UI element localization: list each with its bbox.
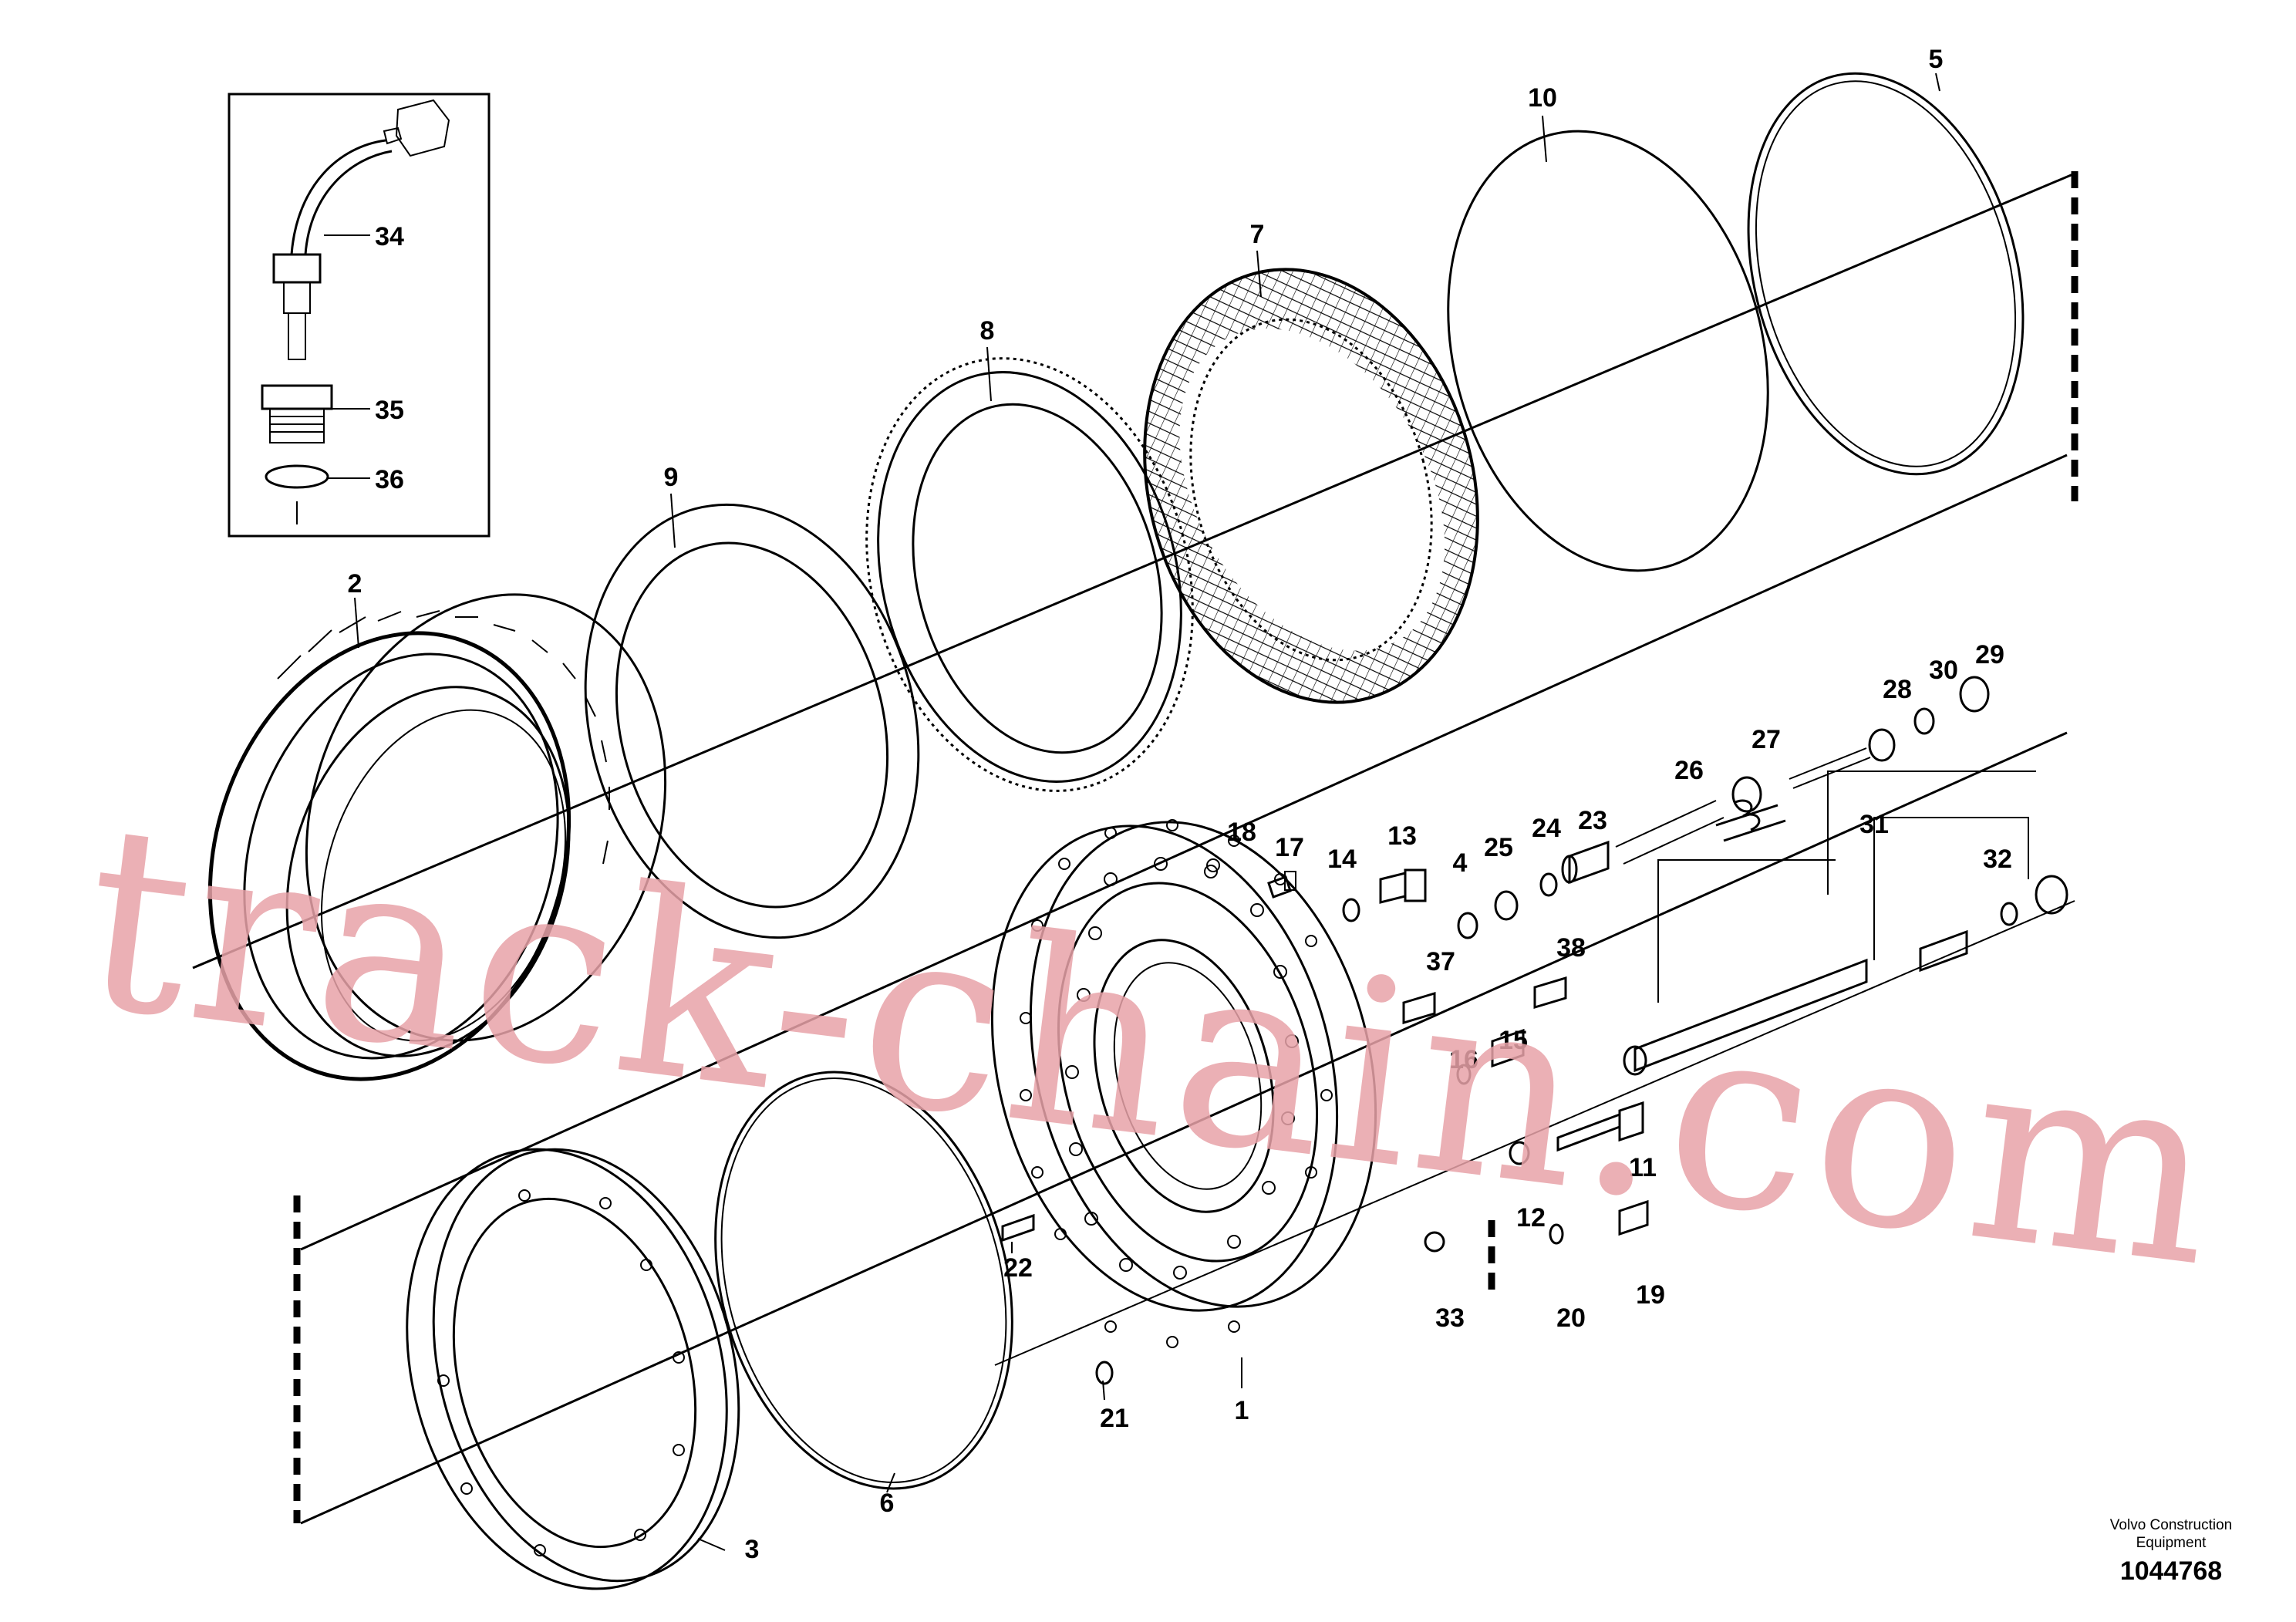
callout-36: 36 [375, 465, 404, 494]
callout-labels: 1 2 3 4 5 6 7 8 9 10 11 12 13 14 15 16 1… [348, 45, 2012, 1564]
callout-10: 10 [1528, 83, 1557, 113]
callout-25: 25 [1484, 833, 1513, 862]
callout-29: 29 [1975, 640, 2004, 669]
callout-8: 8 [980, 316, 995, 346]
callout-17: 17 [1275, 833, 1304, 862]
callout-13: 13 [1387, 821, 1417, 851]
callout-6: 6 [880, 1489, 895, 1518]
callout-2: 2 [348, 569, 362, 599]
part-6-o-ring [714, 1071, 1013, 1490]
callout-23: 23 [1578, 806, 1607, 835]
callout-22: 22 [1003, 1253, 1033, 1283]
watermark-text: track-chain.com [69, 768, 2234, 1324]
callout-33: 33 [1435, 1303, 1465, 1333]
callout-5: 5 [1929, 45, 1944, 74]
callout-27: 27 [1752, 725, 1781, 754]
callout-31: 31 [1859, 810, 1889, 839]
callout-28: 28 [1883, 675, 1912, 704]
axis-frame [192, 171, 2079, 1525]
callout-16: 16 [1449, 1045, 1478, 1074]
callout-11: 11 [1629, 1153, 1657, 1182]
drawing-number: 1044768 [2119, 1556, 2223, 1586]
part-2-gear-drum [207, 593, 667, 1081]
callout-34: 34 [375, 222, 404, 251]
callout-14: 14 [1327, 845, 1357, 874]
callout-37: 37 [1426, 947, 1455, 976]
callout-15: 15 [1499, 1026, 1528, 1055]
callout-26: 26 [1674, 756, 1704, 785]
callout-19: 19 [1636, 1280, 1665, 1310]
callout-7: 7 [1250, 220, 1265, 249]
callout-38: 38 [1556, 933, 1586, 963]
part-7-friction-disc [1143, 268, 1479, 704]
callout-12: 12 [1516, 1203, 1546, 1233]
publisher-credit: Volvo Construction Equipment [2109, 1517, 2233, 1551]
callout-18: 18 [1227, 818, 1256, 847]
part-1-housing [990, 819, 1377, 1348]
callout-20: 20 [1556, 1303, 1586, 1333]
callout-30: 30 [1929, 656, 1958, 685]
callout-3: 3 [745, 1535, 760, 1564]
callout-1: 1 [1235, 1396, 1249, 1425]
sensor-detail-inset [228, 93, 491, 538]
part-9-separator-plate [584, 503, 920, 939]
callout-32: 32 [1983, 845, 2012, 874]
small-parts [1001, 676, 2068, 1385]
leader-lines [354, 73, 1940, 1551]
callout-35: 35 [375, 396, 404, 425]
callout-21: 21 [1100, 1404, 1129, 1433]
part-10-seal-ring [1447, 130, 1769, 572]
part-5-ring [1747, 72, 2025, 476]
callout-9: 9 [664, 463, 679, 492]
callout-24: 24 [1532, 814, 1561, 843]
callout-4: 4 [1453, 848, 1468, 878]
